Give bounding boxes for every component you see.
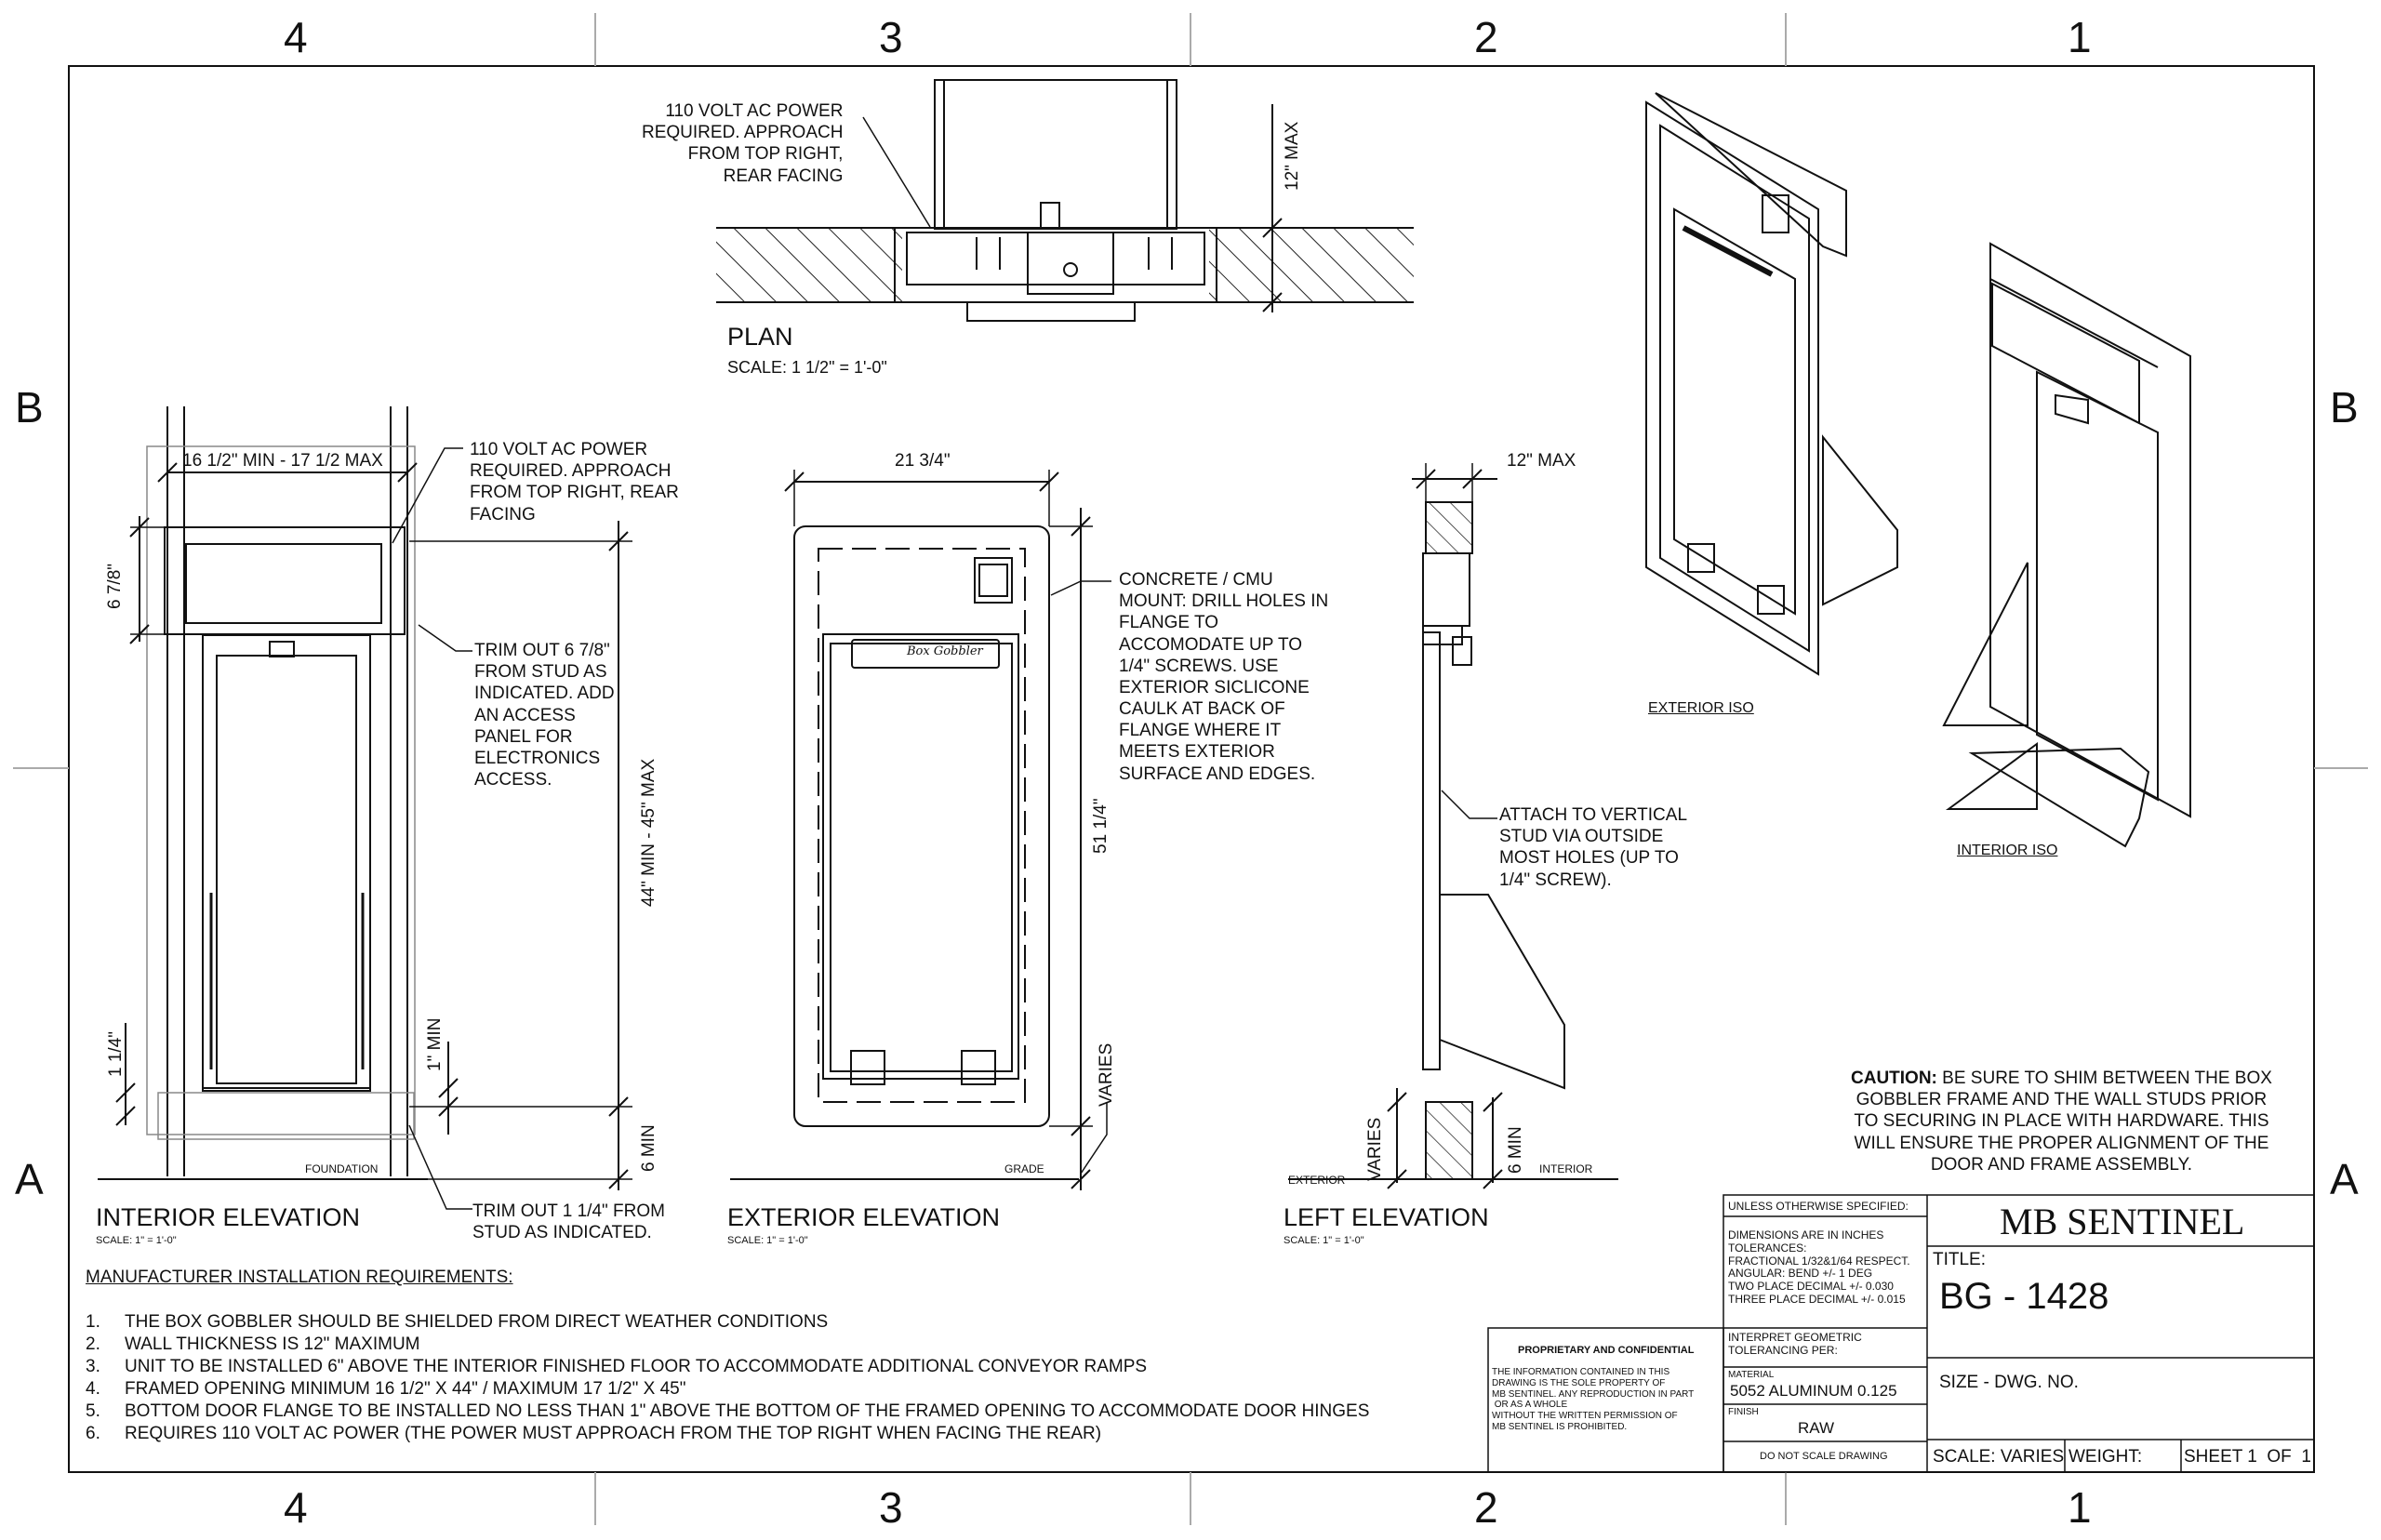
zone-label-top-3: 3 (879, 13, 903, 61)
exterior-width-dim: 21 3/4" (895, 451, 951, 471)
foundation-label: FOUNDATION (305, 1162, 379, 1175)
interior-power-note: 110 VOLT AC POWER REQUIRED. APPROACH FRO… (470, 440, 679, 524)
tb-material-label: MATERIAL (1728, 1370, 1775, 1380)
requirement-number: 3. (86, 1357, 100, 1376)
left-elevation-scale: SCALE: 1" = 1'-0" (1284, 1235, 1364, 1246)
tb-geom-tolerancing: INTERPRET GEOMETRIC TOLERANCING PER: (1728, 1331, 1862, 1357)
requirement-text: WALL THICKNESS IS 12" MAXIMUM (125, 1334, 420, 1354)
tb-weight: WEIGHT: (2068, 1447, 2143, 1467)
zone-label-bottom-2: 2 (1474, 1483, 1498, 1532)
tb-proprietary-text: THE INFORMATION CONTAINED IN THIS DRAWIN… (1492, 1367, 1695, 1432)
exterior-varies-dim: VARIES (1097, 1042, 1116, 1107)
zone-label-left-a: A (15, 1155, 44, 1203)
tb-material: 5052 ALUMINUM 0.125 (1730, 1382, 1897, 1400)
tb-drawing-title: BG - 1428 (1939, 1276, 2109, 1317)
zone-label-top-4: 4 (284, 13, 308, 61)
tb-company: MB SENTINEL (2000, 1201, 2245, 1242)
requirement-number: 6. (86, 1424, 100, 1443)
tb-scale: SCALE: VARIES (1933, 1447, 2065, 1467)
title-block (1487, 1194, 2315, 1473)
plan-scale: SCALE: 1 1/2" = 1'-0" (727, 358, 887, 377)
exterior-elevation-title: EXTERIOR ELEVATION (727, 1203, 1001, 1231)
left-depth-dim: 12" MAX (1507, 451, 1576, 471)
interior-iso-label: INTERIOR ISO (1957, 843, 2058, 858)
left-attach-note: ATTACH TO VERTICAL STUD VIA OUTSIDE MOST… (1499, 805, 1688, 890)
exterior-mount-note: CONCRETE / CMU MOUNT: DRILL HOLES IN FLA… (1119, 570, 1329, 784)
requirement-text: REQUIRES 110 VOLT AC POWER (THE POWER MU… (125, 1424, 1102, 1443)
requirement-text: BOTTOM DOOR FLANGE TO BE INSTALLED NO LE… (125, 1401, 1370, 1421)
interior-trim-note: TRIM OUT 6 7/8" FROM STUD AS INDICATED. … (474, 641, 615, 790)
caution-note: CAUTION: BE SURE TO SHIM BETWEEN THE BOX… (1851, 1068, 2272, 1175)
requirement-number: 2. (86, 1334, 100, 1354)
tb-sheet: SHEET 1 OF 1 (2184, 1447, 2311, 1467)
caution-label: CAUTION: (1851, 1069, 1937, 1088)
interior-elevation-title: INTERIOR ELEVATION (96, 1203, 361, 1231)
left-elevation-title: LEFT ELEVATION (1284, 1203, 1489, 1231)
requirement-number: 4. (86, 1379, 100, 1399)
plan-power-note: 110 VOLT AC POWER REQUIRED. APPROACH FRO… (642, 101, 844, 186)
plan-depth-dim: 12" MAX (1283, 121, 1302, 191)
interior-width-dim: 16 1/2" MIN - 17 1/2 MAX (182, 451, 383, 471)
brand-plate: Box Gobbler (907, 644, 983, 658)
interior-trim-bottom-note: TRIM OUT 1 1/4" FROM STUD AS INDICATED. (472, 1201, 665, 1243)
interior-height-dim: 44" MIN - 45" MAX (639, 758, 658, 907)
zone-label-bottom-4: 4 (284, 1483, 308, 1532)
requirement-number: 5. (86, 1401, 100, 1421)
interior-elevation-view (98, 406, 632, 1210)
tb-tolerances: DIMENSIONS ARE IN INCHES TOLERANCES: FRA… (1728, 1228, 1910, 1306)
plan-view (716, 79, 1414, 322)
tb-unless: UNLESS OTHERWISE SPECIFIED: (1728, 1200, 1909, 1213)
exterior-elevation-scale: SCALE: 1" = 1'-0" (727, 1235, 808, 1246)
tb-finish-label: FINISH (1728, 1407, 1759, 1417)
exterior-height-dim: 51 1/4" (1091, 798, 1111, 854)
requirement-text: FRAMED OPENING MINIMUM 16 1/2" X 44" / M… (125, 1379, 686, 1399)
exterior-elevation-view (730, 470, 1111, 1190)
requirement-number: 1. (86, 1312, 100, 1332)
left-varies-dim: VARIES (1365, 1117, 1385, 1181)
zone-label-top-1: 1 (2068, 13, 2092, 61)
interior-floor-dim: 6 MIN (639, 1124, 658, 1172)
zone-label-left-b: B (15, 383, 44, 431)
exterior-iso-label: EXTERIOR ISO (1648, 700, 1754, 716)
plan-title: PLAN (727, 323, 793, 351)
exterior-iso-view (1645, 92, 1898, 676)
tb-proprietary-title: PROPRIETARY AND CONFIDENTIAL (1518, 1345, 1695, 1356)
requirement-text: UNIT TO BE INSTALLED 6" ABOVE THE INTERI… (125, 1357, 1148, 1376)
zone-label-bottom-1: 1 (2068, 1483, 2092, 1532)
tb-title-label: TITLE: (1933, 1250, 1987, 1269)
tb-finish: RAW (1798, 1419, 1835, 1437)
tb-no-scale: DO NOT SCALE DRAWING (1760, 1451, 1888, 1462)
requirements-title: MANUFACTURER INSTALLATION REQUIREMENTS: (86, 1268, 513, 1287)
caution-text: BE SURE TO SHIM BETWEEN THE BOX GOBBLER … (1854, 1069, 2272, 1175)
zone-label-right-a: A (2330, 1155, 2359, 1203)
interior-iso-view (1942, 242, 2191, 848)
grade-label: GRADE (1004, 1162, 1044, 1175)
interior-side-label: INTERIOR (1539, 1162, 1593, 1175)
zone-label-right-b: B (2330, 383, 2359, 431)
exterior-side-label: EXTERIOR (1288, 1174, 1346, 1187)
interior-trim-bottom-dim: 1 1/4" (106, 1030, 126, 1077)
interior-elevation-scale: SCALE: 1" = 1'-0" (96, 1235, 177, 1246)
left-floor-dim: 6 MIN (1506, 1126, 1525, 1174)
zone-label-top-2: 2 (1474, 13, 1498, 61)
requirement-text: THE BOX GOBBLER SHOULD BE SHIELDED FROM … (125, 1312, 829, 1332)
interior-gap-dim: 1" MIN (425, 1017, 445, 1071)
interior-trim-top-dim: 6 7/8" (105, 563, 125, 609)
tb-size-label: SIZE - DWG. NO. (1939, 1373, 2079, 1392)
zone-label-bottom-3: 3 (879, 1483, 903, 1532)
left-elevation-view (1288, 463, 1618, 1189)
